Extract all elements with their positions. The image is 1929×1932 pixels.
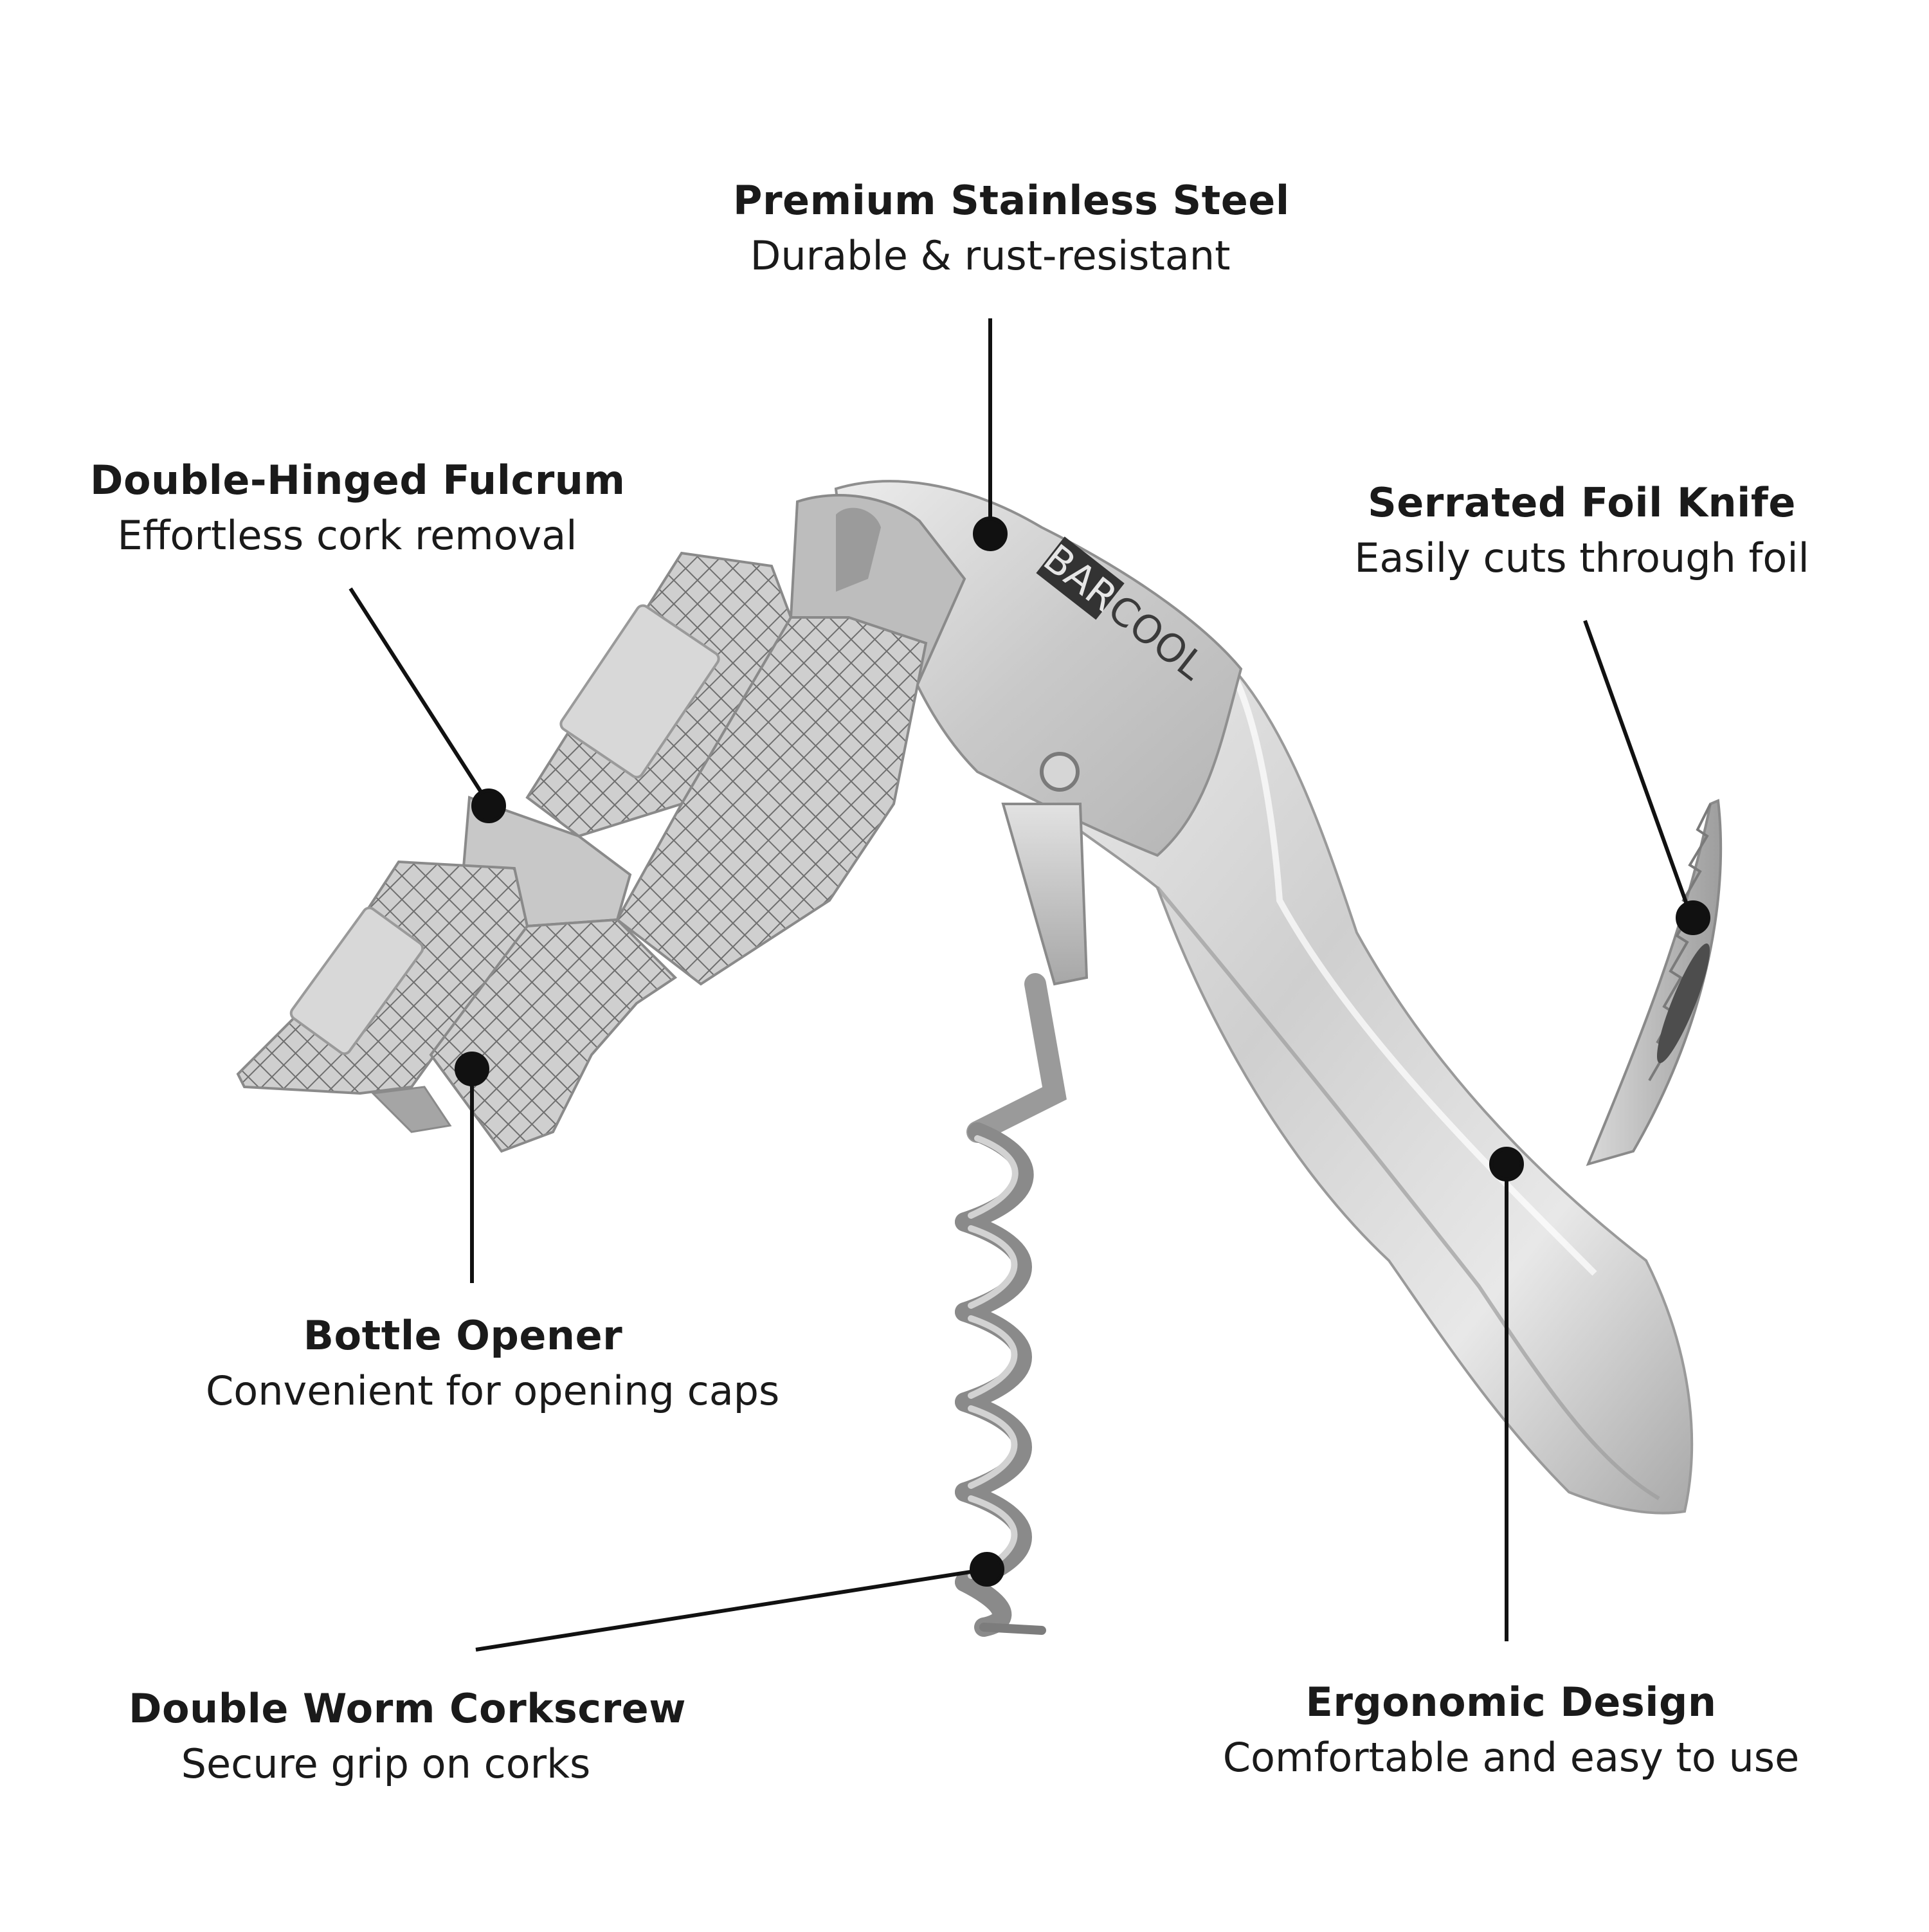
callout-serrated-foil-knife: Serrated Foil Knife Easily cuts through … [1325,476,1839,587]
foil-knife [1586,799,1723,1167]
callout-double-hinged-fulcrum: Double-Hinged Fulcrum Effortless cork re… [90,453,626,564]
dot-worm [970,1552,1004,1587]
callout-subtitle: Durable & rust-resistant [750,232,1231,279]
leader-lines [349,318,1710,1652]
callout-title: Ergonomic Design [1305,1679,1717,1726]
callout-double-worm-corkscrew: Double Worm Corkscrew Secure grip on cor… [129,1682,686,1792]
callout-subtitle: Easily cuts through foil [1354,534,1809,581]
callout-title: Double-Hinged Fulcrum [90,457,626,504]
dot-ergo [1489,1147,1524,1181]
callout-title: Double Worm Corkscrew [129,1685,686,1732]
callout-title: Serrated Foil Knife [1368,479,1796,526]
callout-premium-stainless-steel: Premium Stainless Steel Durable & rust-r… [733,174,1290,284]
callout-title: Premium Stainless Steel [733,177,1290,224]
callout-subtitle: Secure grip on corks [181,1740,591,1787]
callout-title: Bottle Opener [303,1312,623,1359]
callout-subtitle: Convenient for opening caps [206,1367,780,1414]
corkscrew-worm [955,803,1089,1637]
dot-steel [973,516,1008,551]
callout-subtitle: Comfortable and easy to use [1222,1734,1800,1781]
double-hinged-fulcrum [236,494,966,1153]
dot-knife [1676,900,1710,935]
callout-subtitle: Effortless cork removal [117,512,577,559]
dot-fulcrum [471,788,506,823]
callout-ergonomic-design: Ergonomic Design Comfortable and easy to… [1190,1675,1833,1786]
dot-opener [455,1052,489,1086]
callout-bottle-opener: Bottle Opener Convenient for opening cap… [206,1309,780,1419]
